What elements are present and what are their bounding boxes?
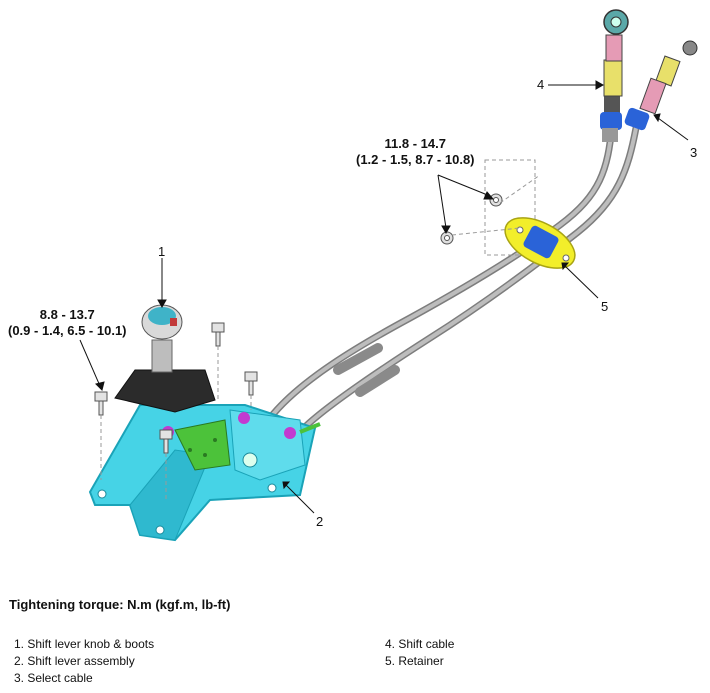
shift-knob-and-boot (114, 304, 216, 413)
caption-title: Tightening torque: N.m (kgf.m, lb-ft) (9, 597, 231, 612)
leader-lines (79, 80, 689, 514)
torque-alt-units: (0.9 - 1.4, 6.5 - 10.1) (8, 323, 127, 338)
retainer-nuts (440, 193, 503, 245)
torque-nm: 8.8 - 13.7 (39, 307, 95, 322)
torque-label-bolts: 8.8 - 13.7 (0.9 - 1.4, 6.5 - 10.1) (8, 307, 127, 339)
bracket-bolts (94, 322, 258, 454)
legend-item: 5. Retainer (385, 654, 444, 668)
retainer (484, 159, 576, 269)
cables (266, 121, 640, 436)
callout-1: 1 (158, 244, 166, 259)
shift-lever-assembly (88, 404, 321, 542)
torque-label-nuts: 11.8 - 14.7 (1.2 - 1.5, 8.7 - 10.8) (356, 136, 475, 168)
select-cable (296, 124, 640, 436)
callout-5: 5 (601, 299, 609, 314)
shift-lever-diagram (79, 9, 698, 542)
legend-item: 1. Shift lever knob & boots (14, 637, 155, 651)
callout-2: 2 (316, 514, 324, 529)
legend-right: 4. Shift cable 5. Retainer (385, 636, 454, 670)
legend-item: 3. Select cable (14, 671, 93, 685)
select-cable-end (624, 40, 698, 131)
torque-nm: 11.8 - 14.7 (384, 136, 446, 151)
legend-item: 2. Shift lever assembly (14, 654, 135, 668)
callout-3: 3 (690, 145, 698, 160)
legend-left: 1. Shift lever knob & boots 2. Shift lev… (14, 636, 154, 687)
callout-4: 4 (537, 77, 545, 92)
shift-cable-end (600, 9, 629, 142)
torque-alt-units: (1.2 - 1.5, 8.7 - 10.8) (356, 152, 475, 167)
alignment-lines (100, 174, 541, 500)
legend-item: 4. Shift cable (385, 637, 455, 651)
